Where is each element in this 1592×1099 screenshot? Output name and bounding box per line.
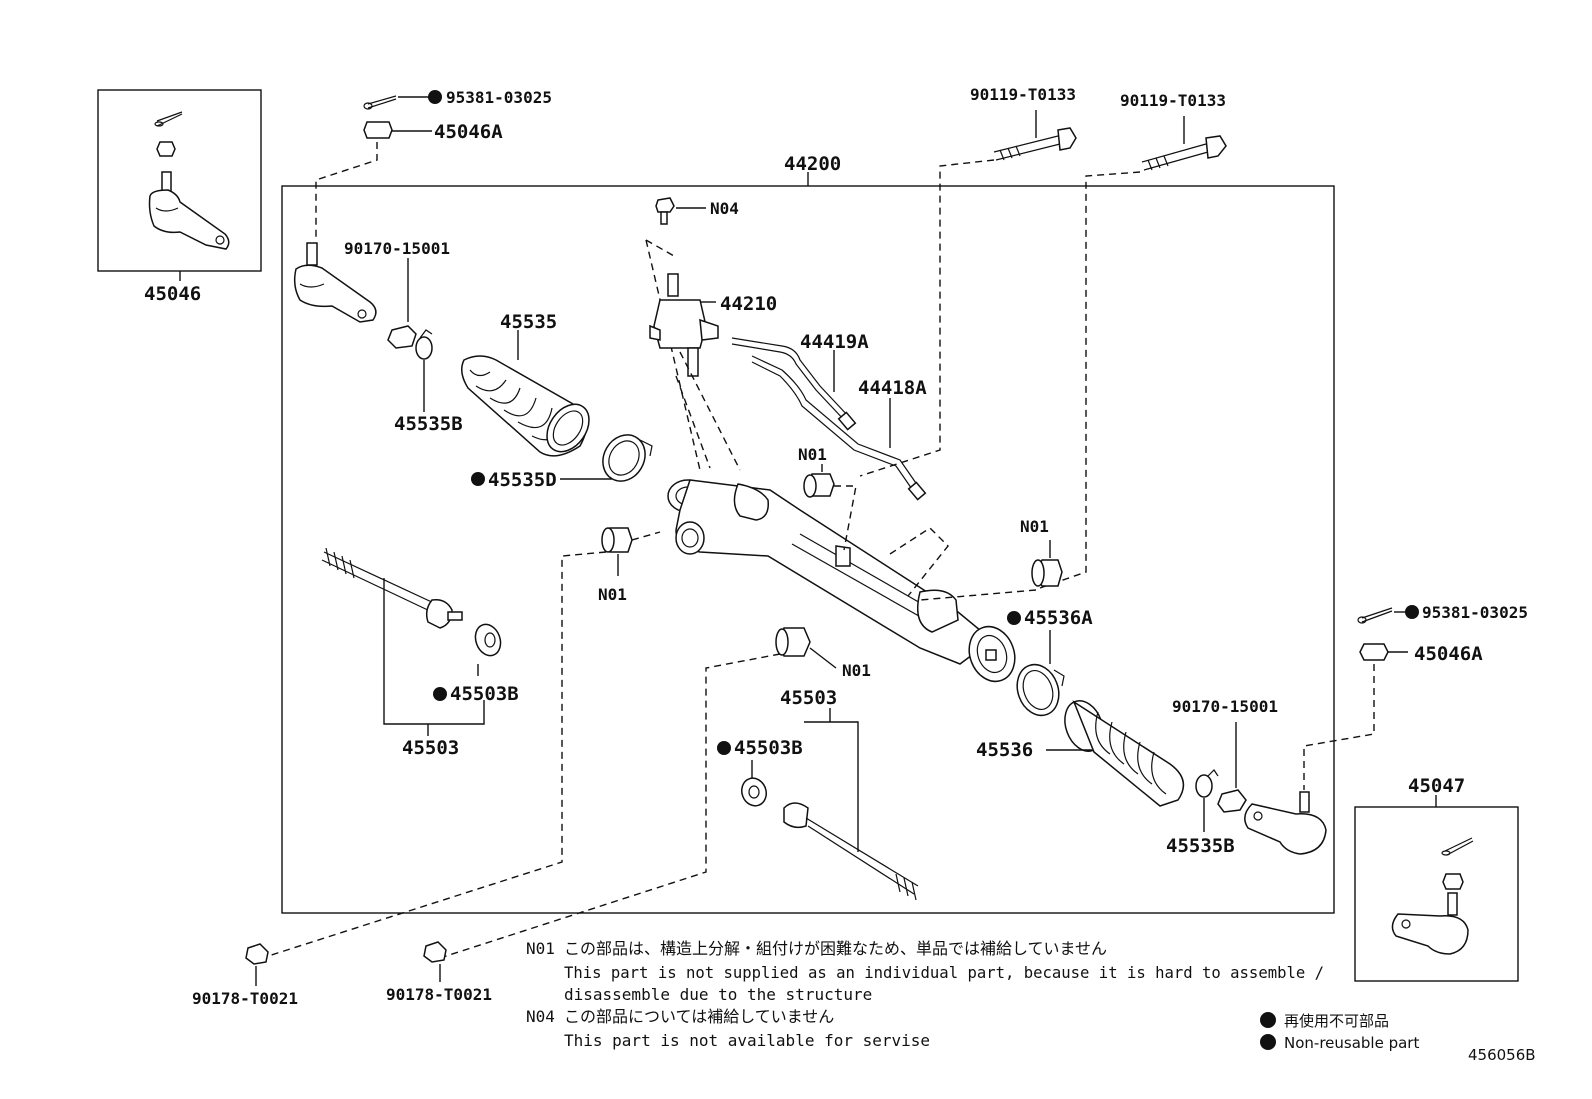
label-45047: 45047 [1408,775,1465,797]
label-44418A: 44418A [858,377,927,399]
note-n04-code: N04 [526,1007,555,1026]
bushing-n01-c-icon [1031,559,1063,587]
lock-nut-left-icon [387,325,417,349]
inset-box-45046 [97,89,262,272]
label-44210: 44210 [720,293,777,315]
bushing-n01-d-icon [775,627,811,657]
return-pipe-44418A-icon [751,355,927,501]
label-N01-a: N01 [798,445,827,464]
left-tie-rod-end-icon [293,242,377,323]
label-45535D: 45535D [488,469,557,491]
label-45046A-top: 45046A [434,121,503,143]
clamp-clip-right-icon [1195,769,1219,798]
label-45046: 45046 [144,283,201,305]
label-44419A: 44419A [800,331,869,353]
label-45536A: 45536A [1024,607,1093,629]
label-45503B-left: 45503B [450,683,519,705]
right-rack-end-icon [783,802,919,901]
label-N01-c: N01 [1020,517,1049,536]
non-reusable-marker [433,687,447,701]
bolt-90119-b-icon [1141,135,1227,171]
steering-rack-housing-icon [667,479,1016,683]
label-45503-left: 45503 [402,737,459,759]
flange-nut-90178-a-icon [245,943,269,965]
label-90119-a: 90119-T0133 [970,85,1076,104]
legend-marker-en [1260,1034,1276,1050]
left-rack-end-icon [321,547,463,629]
label-45535B-left: 45535B [394,413,463,435]
diagram-id: 456056B [1468,1046,1536,1064]
left-boot-icon [461,355,590,457]
legend-marker-jp [1260,1012,1276,1028]
label-90170-left: 90170-15001 [344,239,450,258]
bushing-n01-b-icon [601,527,633,553]
castle-nut-right-icon [1359,643,1389,661]
note-n01-jp: この部品は、構造上分解・組付けが困難なため、単品では補給していません [564,939,1107,958]
label-45503B-right: 45503B [734,737,803,759]
label-90170-right: 90170-15001 [1172,697,1278,716]
label-45535B-right: 45535B [1166,835,1235,857]
lock-nut-right-icon [1217,789,1247,813]
label-45536: 45536 [976,739,1033,761]
cotter-pin-icon [363,95,397,110]
note-n01-code: N01 [526,939,555,958]
cotter-pin-right-icon [1357,607,1393,624]
non-reusable-marker [428,90,442,104]
right-tie-rod-end-icon [1244,791,1327,855]
bolt-90119-a-icon [993,127,1077,161]
non-reusable-marker [471,472,485,486]
flange-nut-90178-b-icon [423,941,447,963]
note-n04-en: This part is not available for servise [564,1031,930,1050]
legend-jp: 再使用不可部品 [1284,1012,1389,1030]
boot-clamp-right-icon [1016,663,1065,717]
non-reusable-marker [1405,605,1419,619]
label-N01-d: N01 [842,661,871,680]
claw-washer-right-icon [740,777,768,807]
boot-clamp-left-icon [602,434,653,482]
label-90178-b: 90178-T0021 [386,985,492,1004]
claw-washer-left-icon [474,623,502,657]
label-N01-b: N01 [598,585,627,604]
inset-box-45047 [1354,806,1519,982]
label-90178-a: 90178-T0021 [192,989,298,1008]
note-n01-en-2: disassemble due to the structure [564,985,872,1004]
bushing-n01-a-icon [803,473,835,498]
label-95381-right: 95381-03025 [1422,603,1528,622]
label-95381-top: 95381-03025 [446,88,552,107]
legend-en: Non-reusable part [1284,1034,1419,1052]
pressure-pipe-44419A-icon [731,337,857,431]
control-valve-44210-icon [649,273,719,377]
non-reusable-marker [717,741,731,755]
bolt-n04-icon [655,197,675,225]
tie-rod-end-45047-icon [1391,837,1474,955]
note-n01-en-1: This part is not supplied as an individu… [564,963,1324,982]
non-reusable-marker [1007,611,1021,625]
clamp-clip-left-icon [415,329,433,360]
label-45046A-right: 45046A [1414,643,1483,665]
label-N04: N04 [710,199,739,218]
note-n04-jp: この部品については補給していません [564,1007,834,1026]
right-boot-icon [1064,700,1185,807]
castle-nut-icon [363,121,393,139]
label-44200: 44200 [784,153,841,175]
tie-rod-end-45046-icon [148,111,230,250]
label-45535: 45535 [500,311,557,333]
label-90119-b: 90119-T0133 [1120,91,1226,110]
label-45503-right: 45503 [780,687,837,709]
